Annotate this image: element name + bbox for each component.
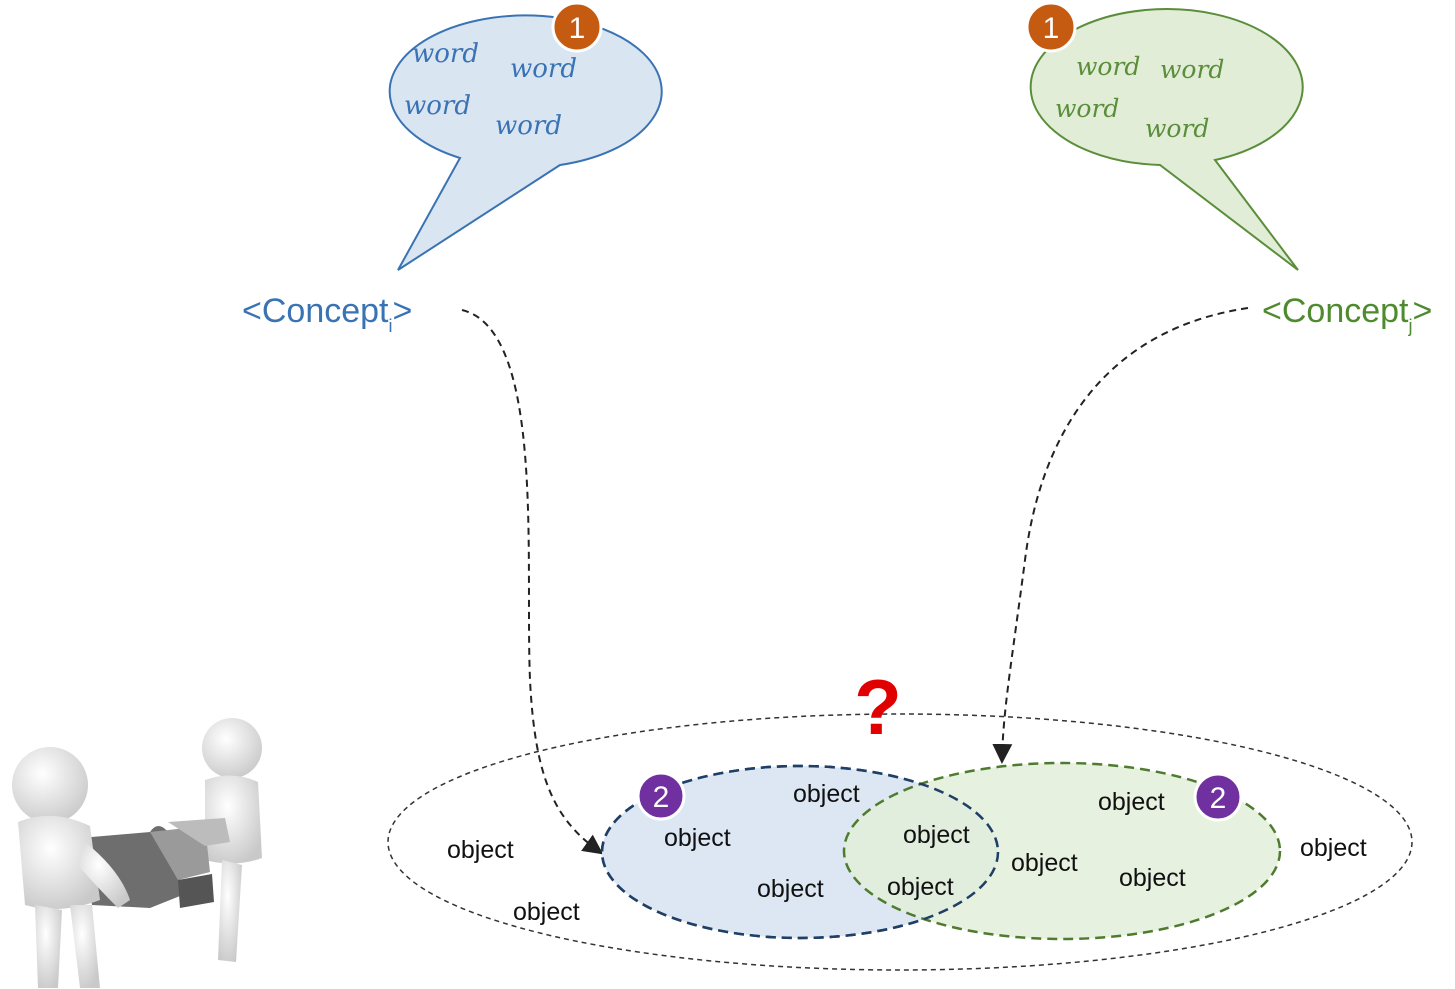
step-badge: 1 bbox=[551, 1, 603, 53]
concept-left-object-set-outline bbox=[600, 764, 1000, 940]
object-label: object bbox=[887, 873, 954, 901]
concept-right-object-set bbox=[842, 761, 1282, 941]
puzzle-people-icon bbox=[12, 718, 262, 988]
bubble-left-word: word bbox=[404, 91, 471, 121]
question-mark: ? bbox=[854, 663, 902, 751]
object-label: object bbox=[1011, 849, 1078, 877]
speech-bubble-left-shape bbox=[388, 14, 663, 271]
step-badge: 1 bbox=[1025, 1, 1077, 53]
object-label: object bbox=[757, 875, 824, 903]
speech-bubble-right-shape bbox=[1029, 8, 1304, 271]
object-universe-ellipse bbox=[387, 713, 1413, 971]
object-label: object bbox=[903, 821, 970, 849]
bubble-left-word: word bbox=[510, 54, 577, 84]
speech-bubble-right: word word word word 1 bbox=[1025, 1, 1304, 271]
object-label: object bbox=[793, 780, 860, 808]
bubble-left-word: word bbox=[495, 111, 562, 141]
bubble-left-word: word bbox=[412, 39, 479, 69]
object-label: object bbox=[1098, 788, 1165, 816]
object-label: object bbox=[664, 824, 731, 852]
object-label: object bbox=[1300, 834, 1367, 862]
svg-text:2: 2 bbox=[653, 781, 670, 814]
object-label: object bbox=[513, 898, 580, 926]
step-badge: 2 bbox=[636, 771, 686, 821]
concept-label-left: <Concepti> bbox=[242, 292, 412, 336]
svg-text:2: 2 bbox=[1210, 782, 1227, 815]
concept-left-mapping-arrow bbox=[461, 309, 604, 855]
object-label: object bbox=[447, 836, 514, 864]
concept-label-right: <Conceptj> bbox=[1262, 292, 1432, 336]
bubble-right-word: word bbox=[1160, 55, 1224, 84]
speech-bubble-left: word word word word 1 bbox=[388, 1, 663, 271]
step-badge: 2 bbox=[1193, 772, 1243, 822]
concept-right-mapping-arrow bbox=[992, 307, 1249, 764]
object-label: object bbox=[1119, 864, 1186, 892]
bubble-right-word: word bbox=[1145, 114, 1209, 143]
svg-text:1: 1 bbox=[1043, 12, 1060, 45]
svg-text:1: 1 bbox=[569, 12, 586, 45]
bubble-right-word: word bbox=[1055, 94, 1119, 123]
bubble-right-word: word bbox=[1076, 52, 1140, 81]
